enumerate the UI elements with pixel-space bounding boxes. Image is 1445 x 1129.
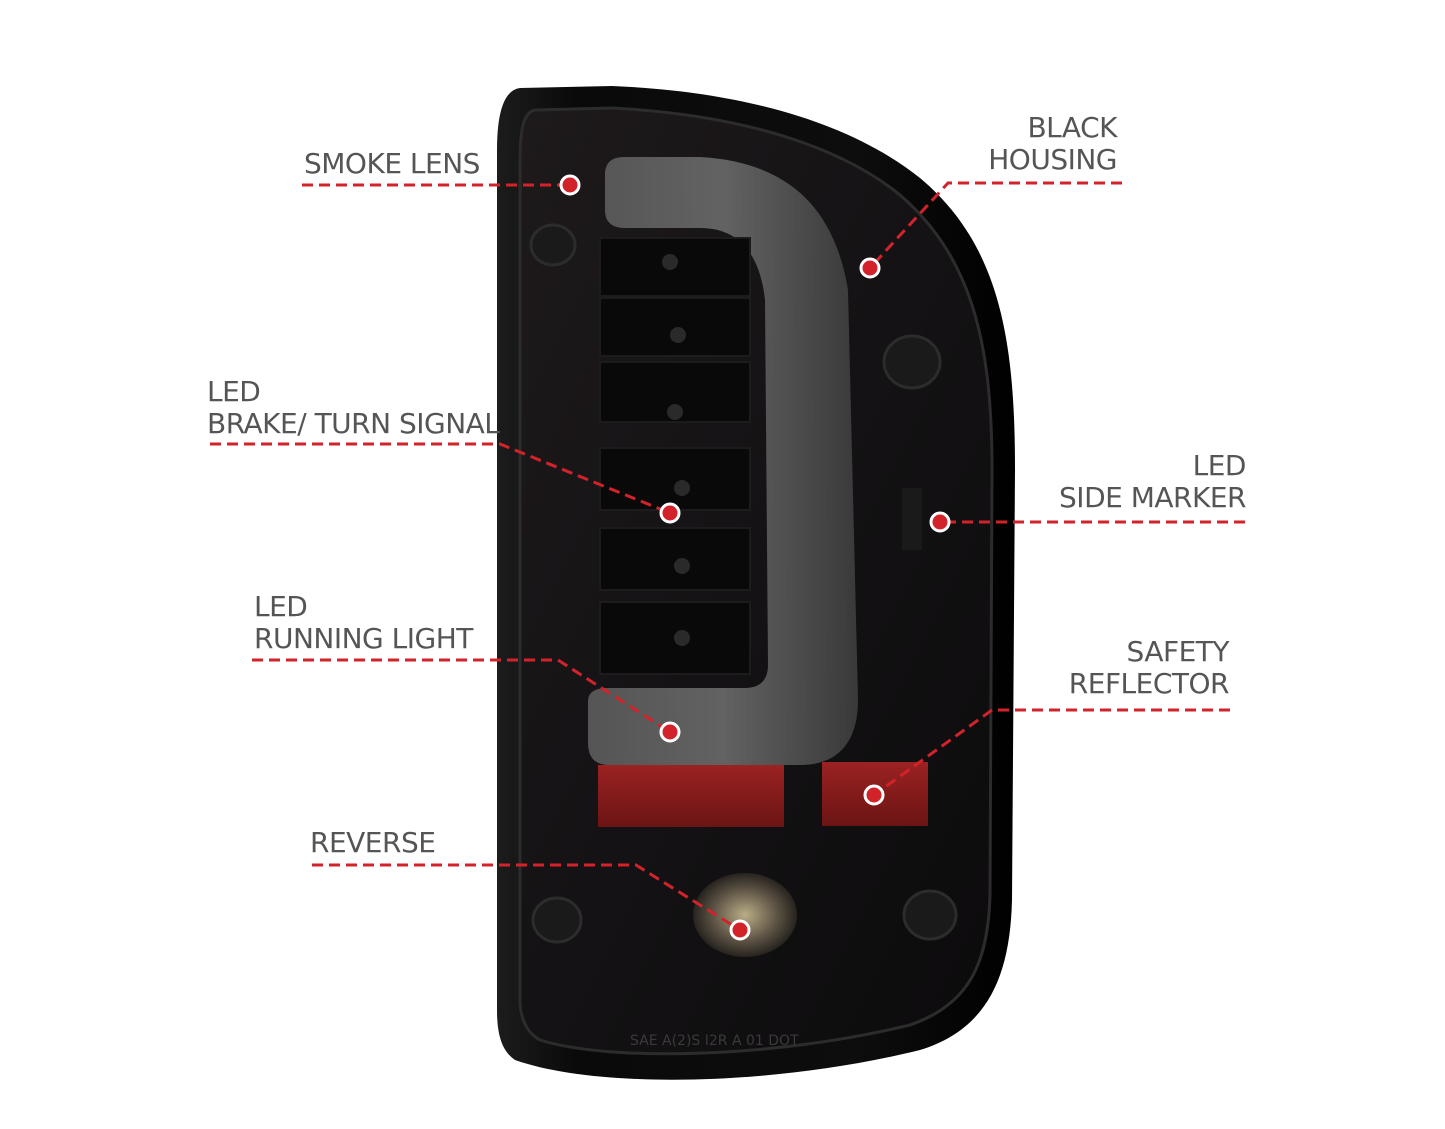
leader-brake-turn [210, 442, 671, 515]
leader-black-housing [868, 181, 1122, 270]
leader-safety-reflector [873, 708, 1230, 797]
dot-reverse [729, 919, 751, 941]
leader-reverse [312, 863, 741, 932]
label-line: LED [1192, 449, 1247, 482]
label-line: BLACK [1027, 111, 1117, 144]
callout-dots [559, 174, 951, 941]
label-line: RUNNING LIGHT [254, 622, 473, 655]
reverse-bulb [693, 873, 797, 957]
label-safety-reflector: SAFETY REFLECTOR [1040, 635, 1230, 700]
dot-code-text: SAE A(2)S I2R A 01 DOT [630, 1033, 799, 1049]
led-tube [588, 157, 858, 765]
label-line: REFLECTOR [1068, 667, 1230, 700]
led-strip [599, 237, 751, 675]
label-line: LED [207, 375, 261, 408]
dot-brake-turn [659, 502, 681, 524]
dot-smoke-lens [559, 174, 581, 196]
safety-reflector-left [598, 765, 784, 827]
label-led-side-marker: LED SIDE MARKER [1040, 450, 1246, 514]
dot-running-light [659, 721, 681, 743]
label-led-running-light: LED RUNNING LIGHT [254, 591, 473, 655]
dot-black-housing [859, 257, 881, 279]
label-line: REVERSE [310, 826, 436, 859]
label-led-brake-turn: LED BRAKE/ TURN SIGNAL [207, 375, 500, 440]
leader-running-light [252, 658, 671, 734]
label-line: SIDE MARKER [1059, 481, 1246, 514]
label-black-housing: BLACK HOUSING [960, 112, 1117, 176]
label-reverse: REVERSE [310, 826, 436, 859]
label-line: HOUSING [988, 143, 1117, 176]
callout-leaders [210, 181, 1245, 932]
label-smoke-lens: SMOKE LENS [304, 148, 480, 180]
label-line: LED [254, 590, 308, 623]
mounting-grommets [529, 223, 958, 944]
label-line: SAFETY [1126, 635, 1230, 668]
label-line: SMOKE LENS [304, 147, 480, 180]
side-marker [902, 488, 922, 550]
dot-safety-reflector [863, 784, 885, 806]
dot-side-marker [929, 511, 951, 533]
label-line: BRAKE/ TURN SIGNAL [207, 407, 500, 440]
